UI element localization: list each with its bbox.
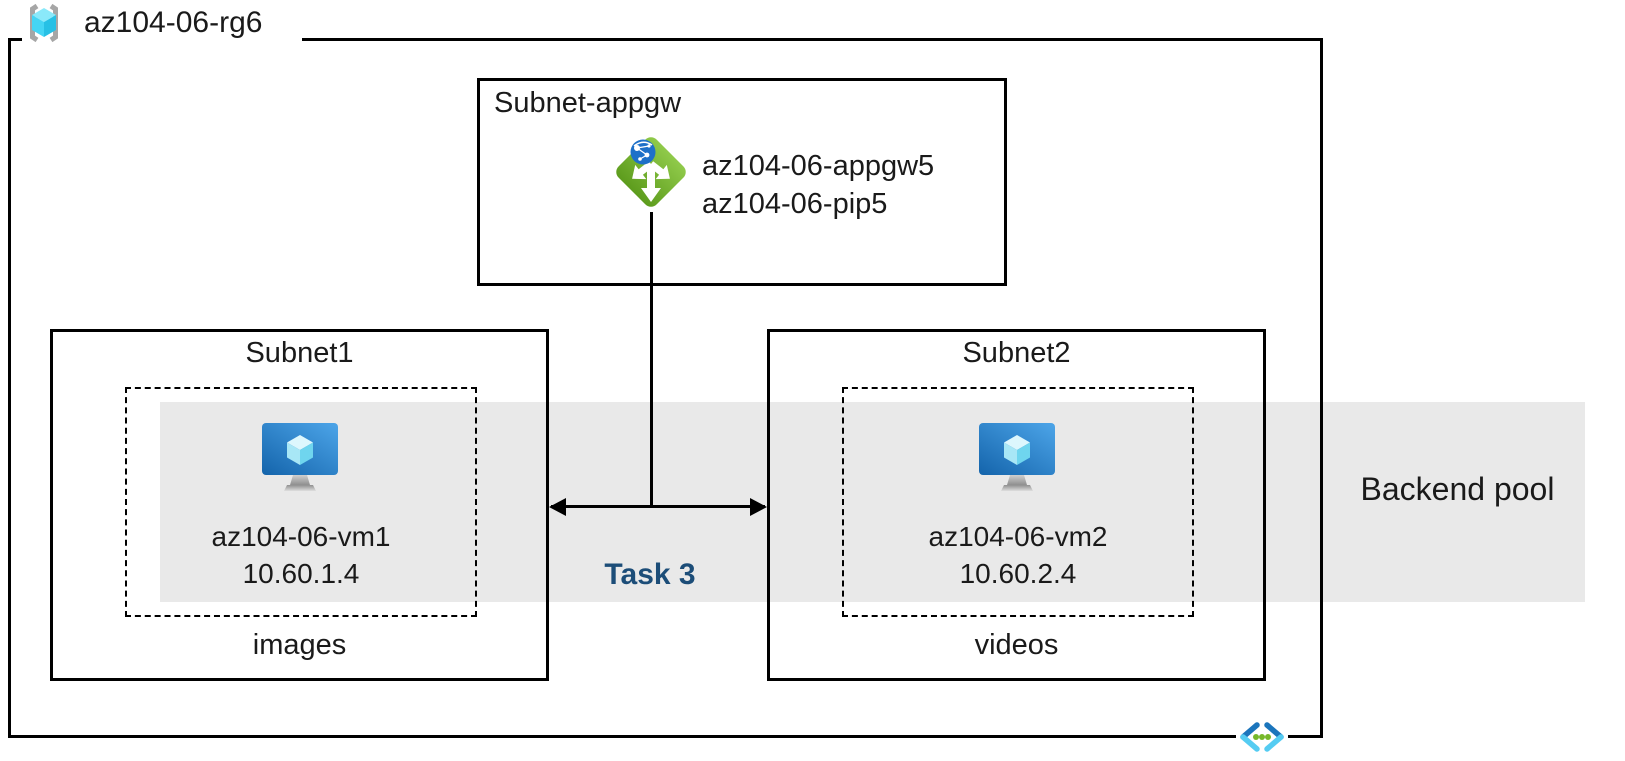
application-gateway-icon	[616, 137, 686, 207]
virtual-network-icon	[1236, 719, 1288, 755]
appgw-name: az104-06-appgw5	[702, 150, 935, 182]
backend-pool-band	[160, 402, 1585, 602]
appgw-subnet-box	[477, 78, 1007, 286]
subnet1-content-label: images	[252, 629, 347, 661]
subnet2-backend-dashed-box	[842, 387, 1194, 617]
subnet1-box	[50, 329, 549, 681]
subnet1-backend-dashed-box	[125, 387, 477, 617]
subnet2-content-label: videos	[974, 629, 1059, 661]
resource-group-border-gap	[22, 35, 302, 45]
vm2-labels: az104-06-vm2 10.60.2.4	[842, 518, 1194, 592]
virtual-machine-icon	[262, 423, 338, 491]
backend-double-arrow-shaft	[551, 505, 765, 508]
appgw-public-ip-name: az104-06-pip5	[702, 188, 888, 220]
resource-group-box	[8, 38, 1323, 738]
vm1-labels: az104-06-vm1 10.60.1.4	[125, 518, 477, 592]
vm1-ip: 10.60.1.4	[242, 558, 360, 589]
virtual-machine-icon	[979, 423, 1055, 491]
vm2-ip: 10.60.2.4	[959, 558, 1077, 589]
resource-group-icon	[24, 2, 64, 44]
backend-pool-label: Backend pool	[1360, 471, 1555, 507]
vm1-name: az104-06-vm1	[211, 521, 391, 552]
appgw-subnet-title: Subnet-appgw	[494, 87, 682, 119]
task-label: Task 3	[604, 558, 696, 591]
appgw-labels: az104-06-appgw5 az104-06-pip5	[702, 147, 934, 223]
arrowhead-left-icon	[549, 498, 566, 516]
subnet1-title: Subnet1	[245, 337, 354, 369]
subnet2-title: Subnet2	[962, 337, 1071, 369]
subnet2-box	[767, 329, 1266, 681]
gateway-connector-line	[650, 212, 653, 507]
vm2-name: az104-06-vm2	[928, 521, 1108, 552]
arrowhead-right-icon	[750, 498, 767, 516]
resource-group-name: az104-06-rg6	[84, 6, 263, 39]
